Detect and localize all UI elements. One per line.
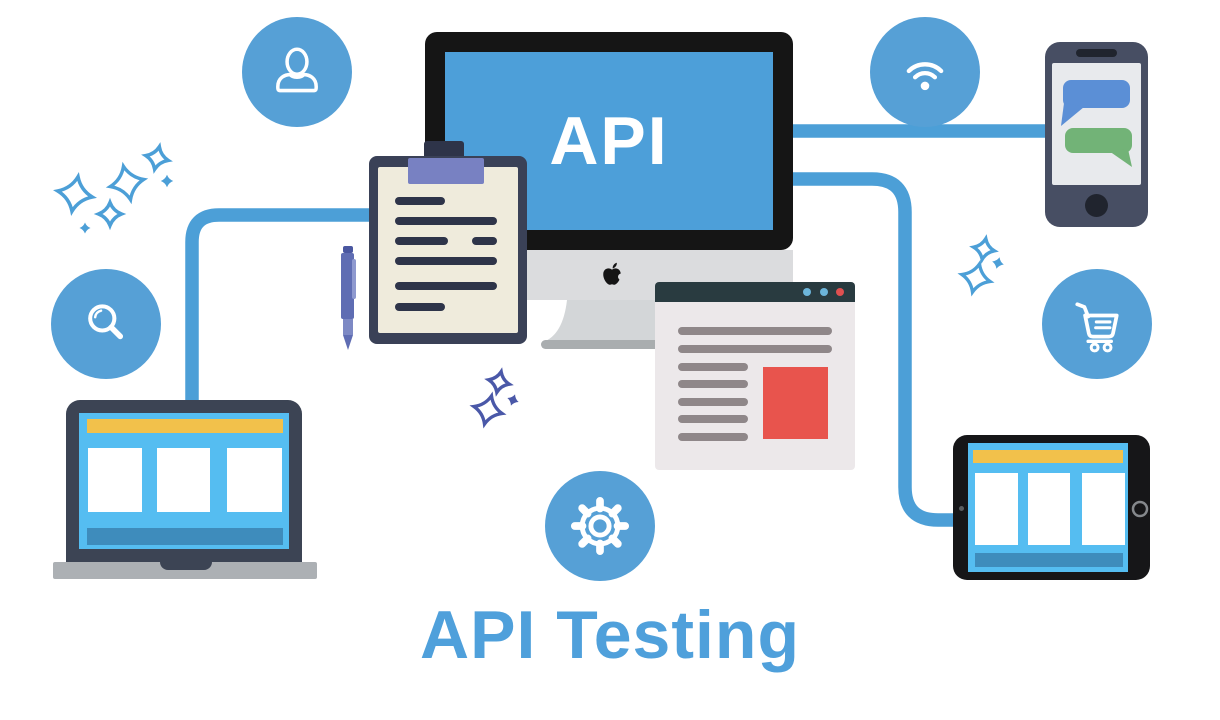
webpage-column (157, 448, 210, 512)
api-screen-label: API (549, 103, 669, 179)
cart-icon (1075, 302, 1119, 353)
monitor-screen: API (445, 52, 773, 230)
smartphone (1045, 42, 1148, 227)
webpage-header-bar (973, 450, 1123, 463)
monitor-stand (543, 300, 660, 342)
browser-image-placeholder (763, 367, 828, 439)
laptop-screen (79, 413, 289, 549)
browser-window (655, 282, 855, 470)
clipboard-text-line (395, 197, 445, 205)
sparkles-left (52, 142, 174, 234)
phone-screen (1052, 63, 1141, 185)
webpage-column (227, 448, 282, 512)
pen-tip (343, 335, 353, 350)
pen (340, 246, 357, 352)
user-badge (242, 17, 352, 127)
connector-monitor-to-tablet (790, 172, 958, 527)
chat-bubble-blue (1061, 80, 1130, 126)
phone-speaker (1076, 49, 1117, 57)
clipboard-text-line (395, 237, 448, 245)
browser-text-line (678, 415, 748, 423)
pen-grip (343, 319, 353, 335)
wifi-icon (906, 62, 944, 91)
apple-logo-icon (603, 262, 625, 285)
tablet-camera-icon (959, 506, 964, 511)
connector-clipboard-to-laptop (185, 208, 372, 406)
webpage-column (88, 448, 142, 512)
browser-text-line (678, 433, 748, 441)
gear-icon (570, 496, 630, 556)
chat-bubble-green (1065, 128, 1132, 167)
tablet (953, 435, 1150, 580)
chat-bubbles (1061, 80, 1132, 167)
browser-text-line (678, 345, 832, 353)
tablet-home-button (1131, 500, 1149, 518)
sparkles-right (956, 235, 1006, 298)
laptop (66, 400, 302, 562)
cart-badge (1042, 269, 1152, 379)
pen-body (341, 253, 354, 319)
browser-text-line (678, 327, 832, 335)
laptop-notch (160, 560, 212, 570)
clipboard-text-line (395, 282, 497, 290)
browser-text-line (678, 380, 748, 388)
window-dot-icon (820, 288, 828, 296)
clipboard-text-line (395, 217, 497, 225)
browser-text-line (678, 363, 748, 371)
clipboard-text-line (395, 257, 497, 265)
webpage-column (1028, 473, 1070, 545)
search-badge (51, 269, 161, 379)
window-dot-icon (836, 288, 844, 296)
sparkles-center (468, 367, 521, 430)
clipboard-text-line (472, 237, 497, 245)
wifi-badge (870, 17, 980, 127)
webpage-footer-bar (975, 553, 1123, 567)
window-dot-icon (803, 288, 811, 296)
webpage-column (1082, 473, 1125, 545)
phone-home-button (1085, 194, 1108, 217)
user-icon (276, 47, 318, 93)
page-title: API Testing (420, 597, 800, 673)
webpage-column (975, 473, 1018, 545)
laptop-base (53, 562, 317, 579)
monitor-stand-base (541, 340, 661, 349)
clipboard-text-line (395, 303, 445, 311)
pen-clip (352, 259, 356, 299)
webpage-footer-bar (87, 528, 283, 545)
browser-text-line (678, 398, 748, 406)
search-icon (88, 304, 124, 340)
clipboard-clip (408, 158, 484, 184)
browser-titlebar (655, 282, 855, 302)
tablet-screen (968, 443, 1128, 572)
gear-badge (545, 471, 655, 581)
webpage-header-bar (87, 419, 283, 433)
clipboard-checklist (369, 156, 527, 344)
pen-cap (343, 246, 353, 253)
connector-lines (185, 124, 1050, 527)
